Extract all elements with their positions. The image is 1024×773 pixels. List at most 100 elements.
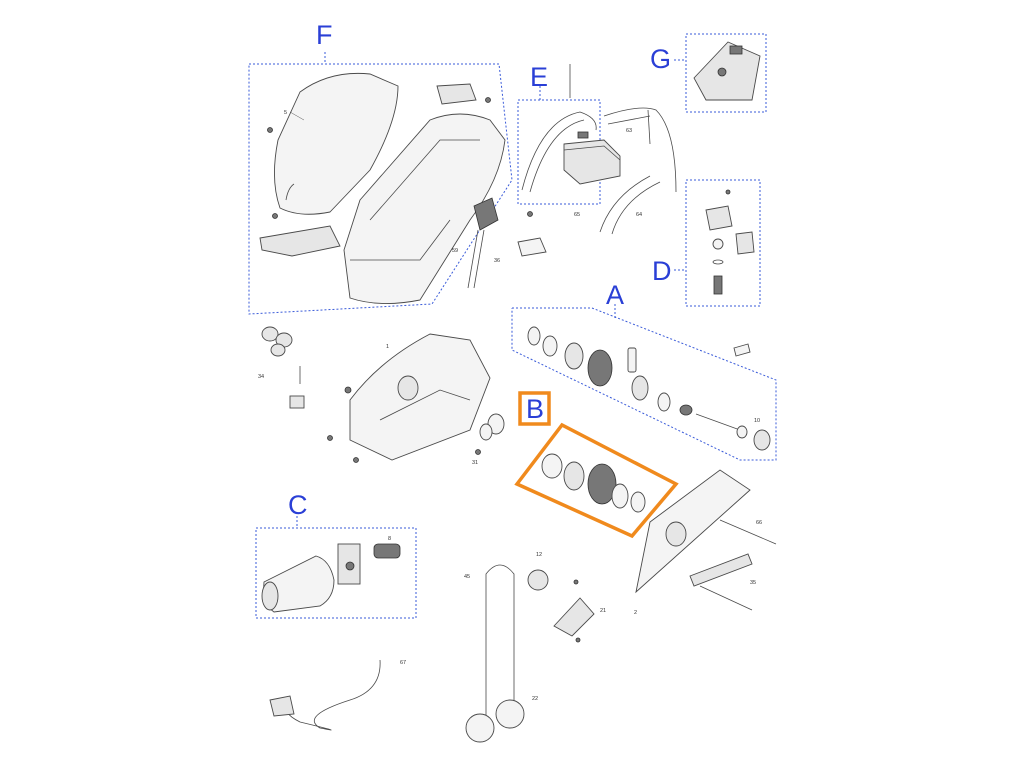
wire-loop-2: [529, 119, 585, 193]
group-c-motor: 8: [255, 516, 417, 619]
bracket-36: [517, 237, 547, 257]
switch-gear: [713, 275, 723, 295]
cover-lid-detail: [285, 183, 295, 201]
group-g-border: [685, 33, 767, 113]
power-cable-cord: [286, 659, 381, 731]
cable-gland: [270, 343, 286, 357]
group-label-g: G: [650, 44, 672, 74]
knob-12: [527, 569, 549, 591]
drive-gear: [587, 349, 613, 387]
part-number-1: 1: [386, 344, 389, 350]
screw: [344, 386, 352, 394]
rail-35: [689, 553, 753, 587]
part-number-5: 5: [284, 110, 287, 116]
group-label-b: B: [526, 394, 545, 424]
bearing: [542, 335, 558, 357]
motor-end-cap: [261, 581, 279, 611]
cable-glands: 34: [258, 326, 305, 409]
part-number-63: 63: [626, 128, 632, 134]
small-cover-plate: [436, 83, 477, 105]
pinion: [631, 375, 649, 401]
flange: [564, 342, 584, 370]
group-b-label-box: [518, 391, 551, 426]
cover-lid: [273, 72, 399, 215]
cable-clamp: [473, 197, 499, 231]
group-label-d: D: [652, 256, 672, 286]
spacer: [657, 392, 671, 412]
spring: [679, 404, 693, 416]
group-b-highlight-frame: [514, 422, 679, 539]
part-number-10: 10: [754, 418, 760, 424]
leader-5: [289, 111, 305, 121]
worm-gear: [373, 543, 401, 559]
gear-b-hub: [611, 483, 629, 509]
screw: [353, 457, 359, 463]
screw: [327, 435, 333, 441]
part-number-8: 8: [388, 536, 391, 542]
gear-seat: [397, 375, 419, 401]
base-housing-body: [349, 333, 491, 461]
wire-64b: [611, 181, 661, 235]
small-bolt: [733, 343, 751, 357]
part-number-21: 21: [600, 608, 606, 614]
mounting-plate-hole: [665, 521, 687, 547]
part-number-34: 34: [258, 374, 264, 380]
gear-b-flange: [563, 461, 585, 491]
base-housing: 1 31: [327, 333, 505, 466]
group-e-transformer: 63 65 64: [517, 64, 677, 235]
housing-shell: [343, 113, 506, 305]
mounting-plate: 66 35 2: [634, 469, 777, 616]
gear-b-seal: [541, 453, 563, 479]
part-number-67: 67: [400, 660, 406, 666]
transformer: [563, 139, 621, 185]
group-a-gear-shaft: 10: [511, 304, 777, 461]
control-board: [693, 41, 761, 101]
part-number-65: 65: [574, 212, 580, 218]
screw: [272, 213, 278, 219]
screw: [725, 189, 731, 195]
board-plate: [259, 225, 341, 257]
switch-bracket: [705, 205, 733, 231]
part-number-12: 12: [536, 552, 542, 558]
wire-65: [599, 175, 651, 233]
part-number-22: 22: [532, 696, 538, 702]
wire-64: [603, 107, 677, 193]
group-d-border: [685, 179, 761, 307]
rod-63: [647, 109, 651, 145]
part-number-59: 59: [452, 248, 458, 254]
group-e-border: [517, 99, 601, 205]
release-cord-45: [485, 564, 515, 720]
seal-ring: [527, 326, 541, 346]
group-label-e: E: [530, 62, 549, 92]
group-a-border: [511, 307, 777, 461]
screw: [575, 637, 581, 643]
key-plate: [627, 347, 637, 373]
cap: [753, 429, 771, 451]
group-b-gear: [514, 391, 679, 539]
part-number-36: 36: [494, 258, 500, 264]
mounting-plate-body: [635, 469, 751, 594]
group-c-border: [255, 527, 417, 619]
group-label-c: C: [288, 490, 308, 520]
transformer-terminal: [577, 131, 589, 139]
cable-lead-2: [473, 229, 485, 289]
shaft: [695, 413, 741, 431]
group-label-f: F: [316, 20, 333, 50]
lever-21: [553, 597, 595, 637]
part-number-64: 64: [636, 212, 642, 218]
power-cable: 67: [269, 659, 406, 731]
handle-ball-2: [495, 699, 525, 729]
transformer-edge: [563, 145, 621, 161]
group-f-cover: 5 59 36: [248, 52, 547, 315]
part-number-35: 35: [750, 580, 756, 586]
motor-shaft: [345, 561, 355, 571]
group-f-border: [248, 63, 513, 315]
group-g-control-board: [674, 33, 767, 113]
part-number-45: 45: [464, 574, 470, 580]
screw: [573, 579, 579, 585]
bolt-long: [699, 585, 753, 611]
switch-block: [735, 231, 755, 255]
part-number-2: 2: [634, 610, 637, 616]
part-number-66: 66: [756, 520, 762, 526]
